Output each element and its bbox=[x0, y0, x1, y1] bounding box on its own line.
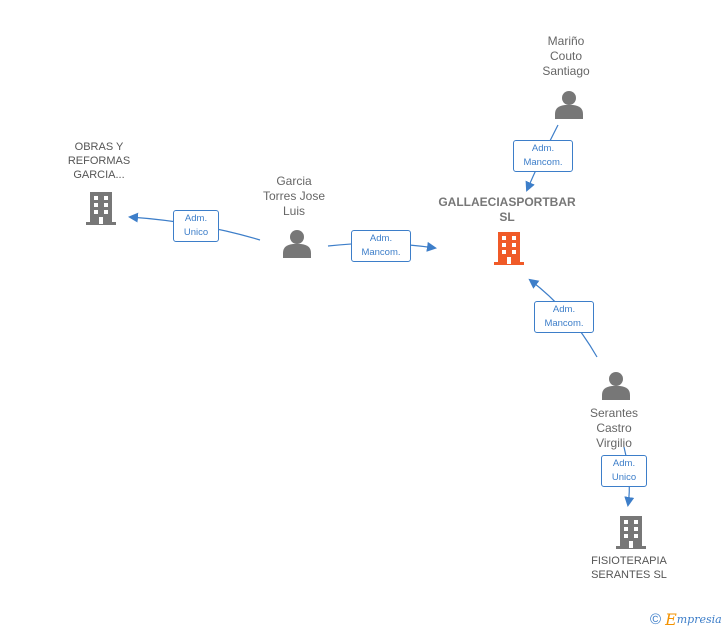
node-label-gallaecia[interactable]: GALLAECIASPORTBAR SL bbox=[438, 195, 576, 224]
node-label-garcia[interactable]: Garcia Torres Jose Luis bbox=[262, 174, 326, 218]
person-icon[interactable] bbox=[554, 89, 584, 119]
edge-badge-serantes-fisio: Adm. Unico bbox=[601, 455, 647, 487]
building-icon[interactable] bbox=[84, 190, 118, 226]
node-label-fisioterapia[interactable]: FISIOTERAPIA SERANTES SL bbox=[591, 555, 667, 581]
person-icon[interactable] bbox=[601, 370, 631, 400]
node-label-obras[interactable]: OBRAS Y REFORMAS GARCIA... bbox=[67, 141, 131, 181]
edge-badge-serantes-gallaecia: Adm. Mancom. bbox=[534, 301, 594, 333]
building-icon[interactable] bbox=[492, 230, 526, 266]
edge-badge-garcia-obras: Adm. Unico bbox=[173, 210, 219, 242]
node-label-marino[interactable]: Mariño Couto Santiago bbox=[542, 34, 590, 78]
node-label-serantes[interactable]: Serantes Castro Virgilio bbox=[589, 406, 639, 450]
edge-badge-garcia-gallaecia: Adm. Mancom. bbox=[351, 230, 411, 262]
person-icon[interactable] bbox=[282, 228, 312, 258]
building-icon[interactable] bbox=[614, 514, 648, 550]
edge-badge-marino-gallaecia: Adm. Mancom. bbox=[513, 140, 573, 172]
copyright-icon: © bbox=[650, 610, 662, 628]
empresia-logo[interactable]: © E mpresia bbox=[650, 609, 722, 629]
